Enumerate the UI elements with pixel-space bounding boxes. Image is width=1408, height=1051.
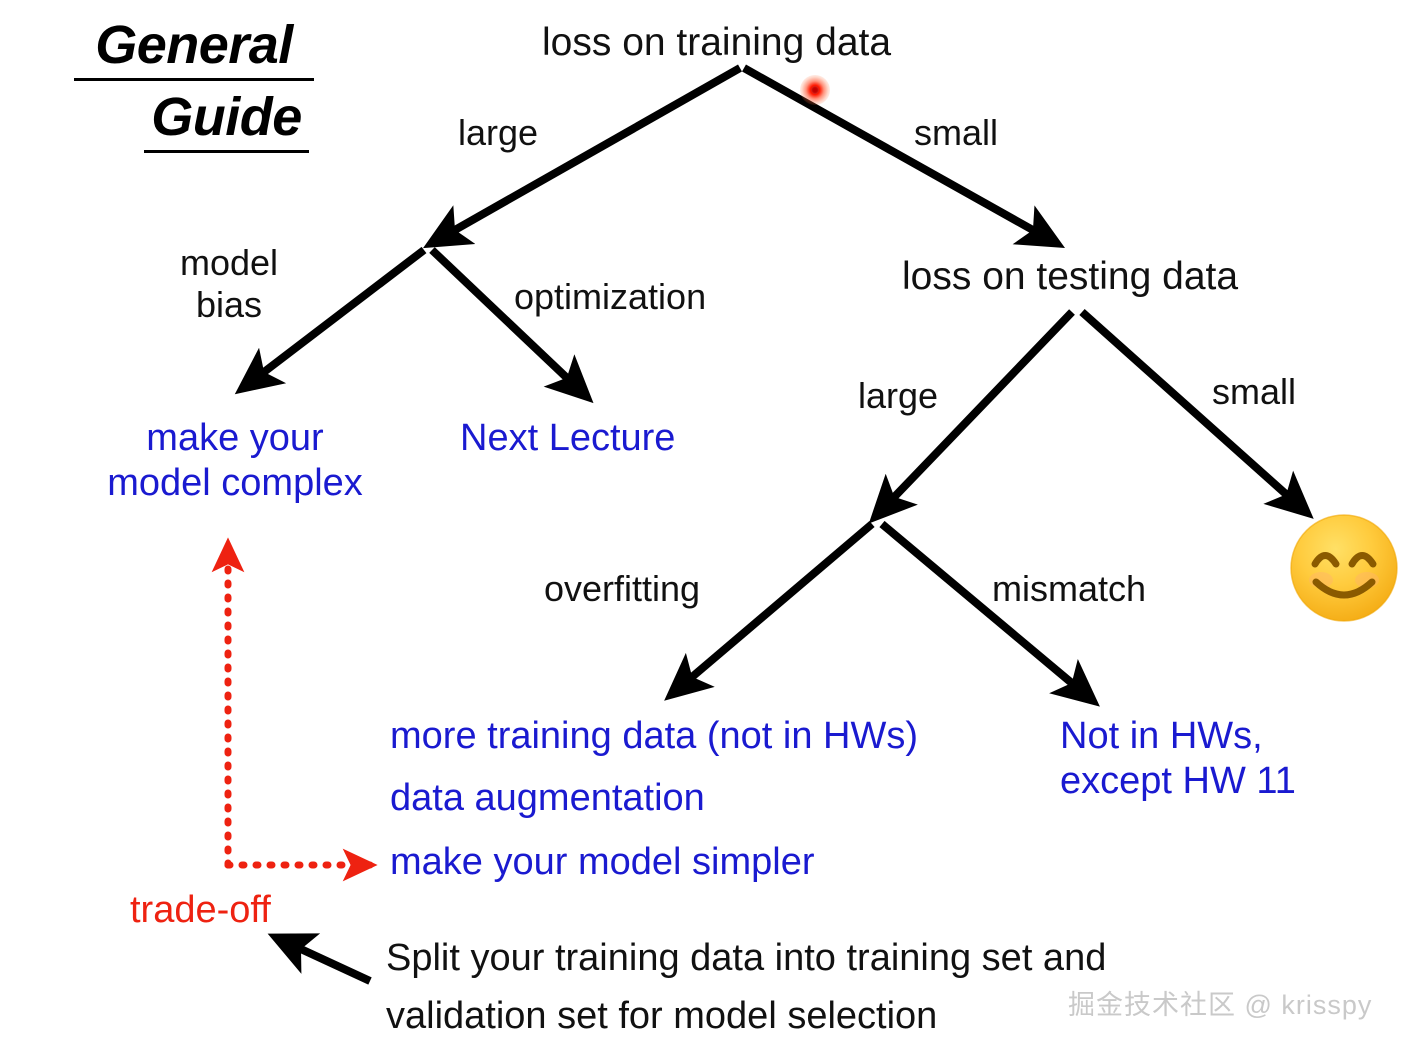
page-title-line-1: General: [74, 14, 314, 81]
edge-label-root-small: small: [914, 112, 999, 153]
edge-note-to-tradeoff: [267, 933, 372, 985]
edge-label-root-large: large: [458, 112, 539, 153]
edge-optimization-to-leaf: [429, 247, 594, 404]
edge-overfitting-to-leaf: [664, 520, 875, 701]
node-loss-on-training-data: loss on training data: [542, 21, 892, 64]
edge-mismatch-to-leaf: [879, 520, 1100, 707]
edge-label-mismatch: mismatch: [992, 568, 1147, 609]
leaf-data-augmentation: data augmentation: [390, 777, 705, 819]
annotation-split-note-line-2: validation set for model selection: [386, 995, 938, 1037]
edge-label-testing-large: large: [858, 375, 939, 416]
laser-pointer-dot-icon: [800, 75, 830, 105]
leaf-make-your-model-complex: make your model complex: [107, 417, 363, 504]
leaf-make-your-model-simpler: make your model simpler: [390, 841, 815, 883]
edge-label-model-bias: model bias: [179, 242, 279, 326]
edge-label-testing-small: small: [1212, 371, 1297, 412]
annotation-trade-off: trade-off: [130, 889, 271, 931]
leaf-not-in-hws-except-hw-11: Not in HWs, except HW 11: [1060, 715, 1296, 802]
edge-label-optimization: optimization: [514, 276, 707, 317]
node-loss-on-testing-data: loss on testing data: [902, 255, 1239, 298]
leaf-next-lecture: Next Lecture: [460, 417, 676, 459]
page-title-line-2: Guide: [144, 86, 309, 153]
edge-label-overfitting: overfitting: [544, 568, 701, 609]
watermark: 掘金技术社区 @ krisspy: [1068, 990, 1373, 1020]
edge-root-to-left: [423, 64, 742, 249]
smiling-face-emoji-icon: [1290, 514, 1398, 622]
page-title: General Guide: [74, 14, 314, 158]
annotation-split-note-line-1: Split your training data into training s…: [386, 937, 1107, 979]
edge-root-to-right: [742, 64, 1066, 249]
leaf-more-training-data: more training data (not in HWs): [390, 715, 918, 757]
